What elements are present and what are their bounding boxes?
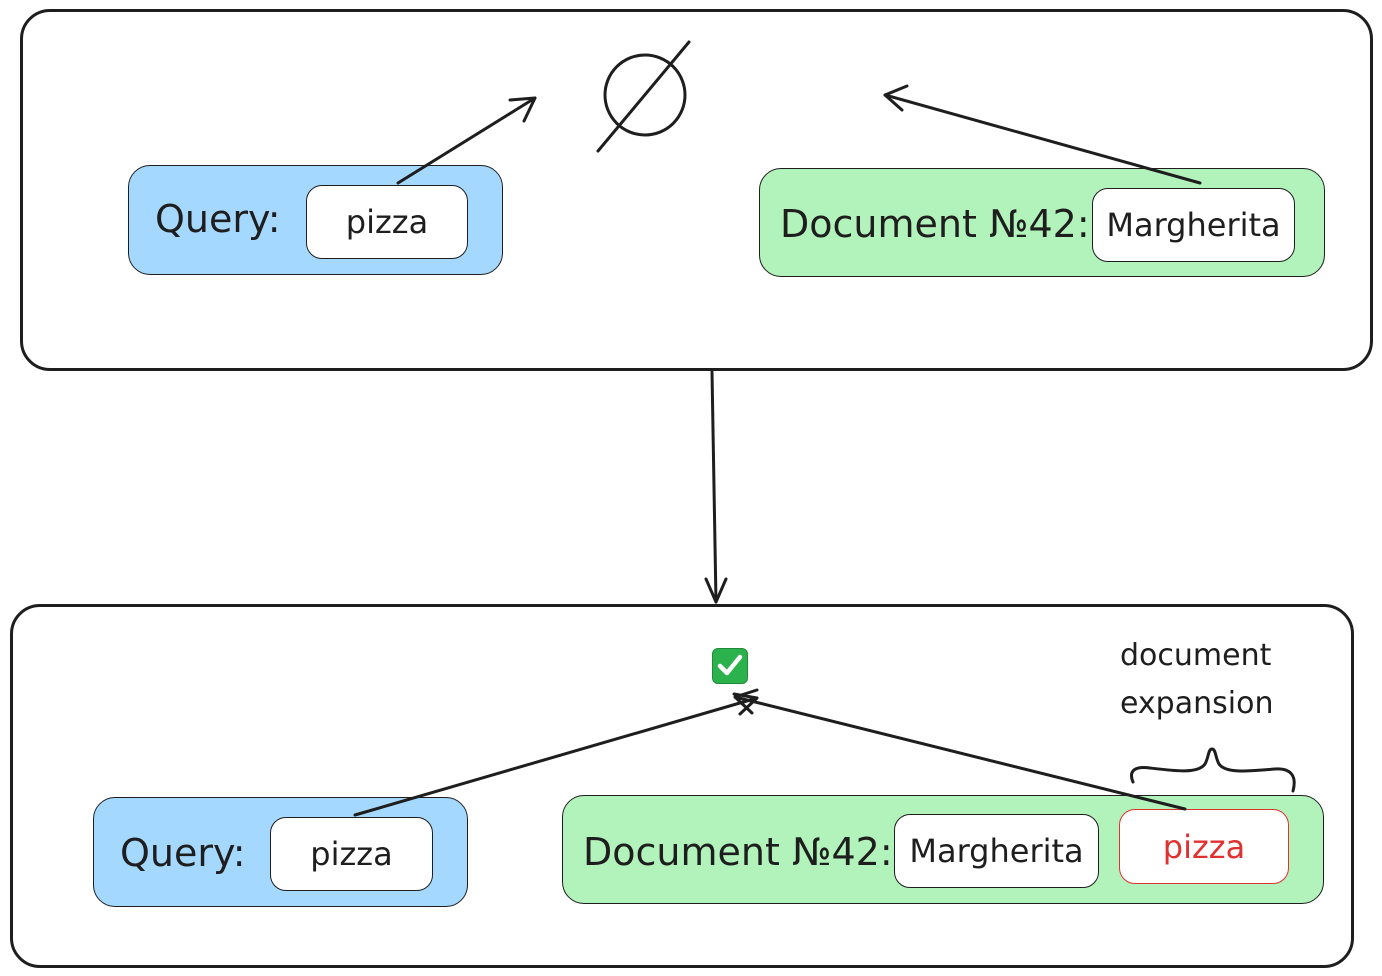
check-mark-icon <box>712 648 748 684</box>
no-match-frame <box>20 9 1373 371</box>
top-query-label: Query: <box>155 197 281 241</box>
top-document-token: Margherita <box>1092 188 1295 262</box>
bottom-document-label: Document №42: <box>583 830 893 874</box>
note-line-1: document <box>1120 638 1272 673</box>
bottom-query-box: Query: pizza <box>93 797 468 907</box>
match-frame <box>10 604 1354 968</box>
transition-arrow <box>704 370 728 604</box>
bottom-document-token: Margherita <box>894 814 1099 888</box>
top-document-box: Document №42: Margherita <box>759 168 1325 277</box>
top-query-box: Query: pizza <box>128 165 503 275</box>
top-query-token: pizza <box>306 185 468 259</box>
expansion-token: pizza <box>1119 809 1289 884</box>
note-line-2: expansion <box>1120 686 1274 721</box>
bottom-query-label: Query: <box>120 831 246 875</box>
bottom-document-box: Document №42: Margherita pizza <box>562 795 1324 904</box>
top-document-label: Document №42: <box>780 202 1090 246</box>
bottom-query-token: pizza <box>270 817 433 891</box>
document-expansion-note: document expansion <box>1120 632 1273 728</box>
